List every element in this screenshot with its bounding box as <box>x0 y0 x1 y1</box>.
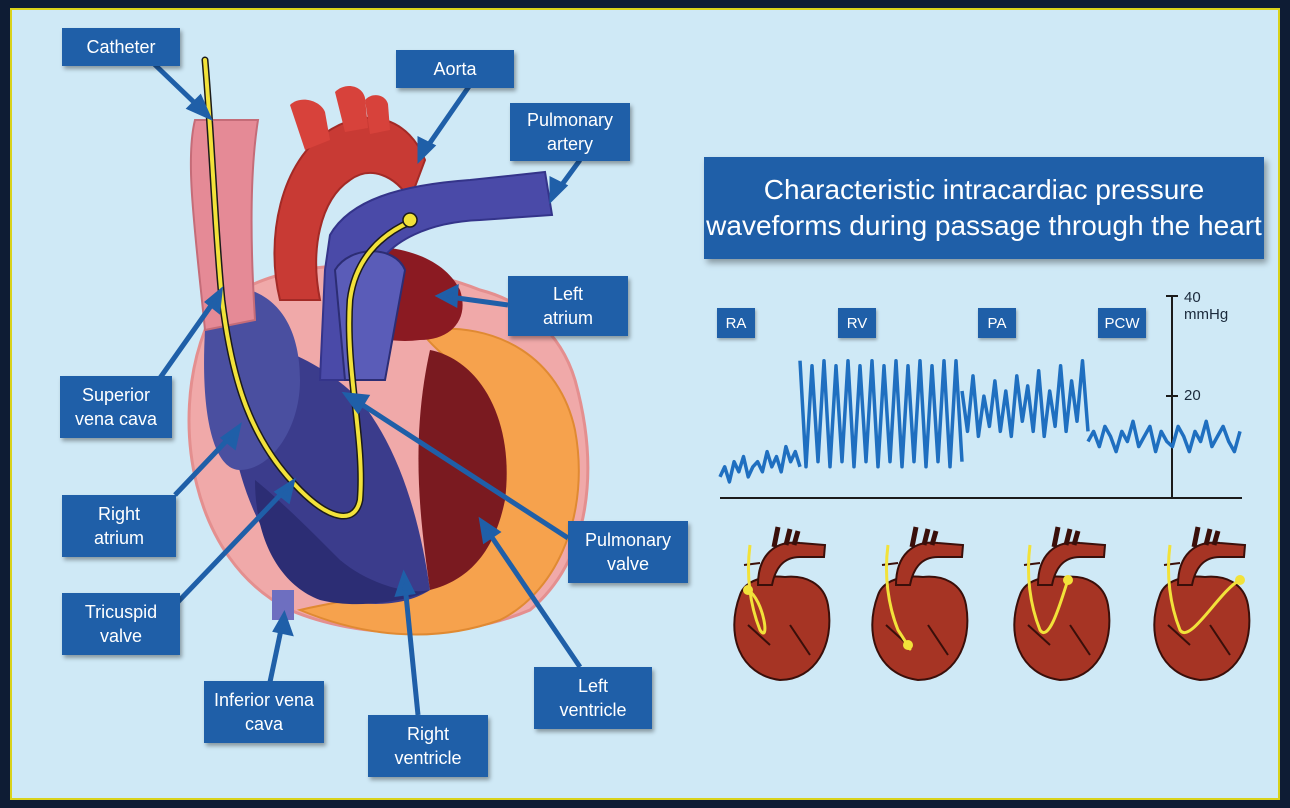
label-line-1: Superior <box>82 383 150 407</box>
trace-segment-ra <box>720 447 800 482</box>
label-line-2: artery <box>547 132 593 156</box>
label-line-1: Pulmonary <box>527 108 613 132</box>
stage-label: RV <box>847 315 868 332</box>
trace-segment-pcw <box>1088 421 1240 451</box>
label-line-1: Right <box>98 502 140 526</box>
mini-heart-pcw <box>1154 527 1249 680</box>
label-pulmonary-valve: Pulmonary valve <box>568 521 688 583</box>
pressure-trace <box>720 361 1240 482</box>
label-aorta-text: Aorta <box>433 57 476 81</box>
axis-mid-value: 20 <box>1184 387 1201 404</box>
label-left-ventricle: Left ventricle <box>534 667 652 729</box>
label-inferior-vena-cava: Inferior vena cava <box>204 681 324 743</box>
stage-label: PA <box>988 315 1007 332</box>
label-line-2: ventricle <box>394 746 461 770</box>
label-right-atrium: Right atrium <box>62 495 176 557</box>
stage-rv: RV <box>838 308 876 338</box>
label-catheter: Catheter <box>62 28 180 66</box>
label-line-1: Left <box>578 674 608 698</box>
title-line-2: waveforms during passage through the hea… <box>706 208 1262 244</box>
label-line-2: atrium <box>94 526 144 550</box>
catheter-tip-dot <box>1235 575 1245 585</box>
chart-title: Characteristic intracardiac pressure wav… <box>704 157 1264 259</box>
label-line-2: vena cava <box>75 407 157 431</box>
axis-unit: mmHg <box>1184 306 1228 323</box>
label-line-1: Tricuspid <box>85 600 157 624</box>
trace-segment-rv <box>800 361 962 467</box>
label-line-1: Inferior vena <box>214 688 314 712</box>
label-aorta: Aorta <box>396 50 514 88</box>
label-line-2: atrium <box>543 306 593 330</box>
trace-segment-pa <box>962 361 1088 437</box>
label-line-2: cava <box>245 712 283 736</box>
label-superior-vena-cava: Superior vena cava <box>60 376 172 438</box>
label-line-1: Pulmonary <box>585 528 671 552</box>
label-line-2: valve <box>100 624 142 648</box>
label-left-atrium: Left atrium <box>508 276 628 336</box>
stage-pcw: PCW <box>1098 308 1146 338</box>
mini-heart-ra <box>734 527 829 680</box>
catheter-tip-dot <box>743 585 753 595</box>
stage-ra: RA <box>717 308 755 338</box>
label-pulmonary-artery: Pulmonary artery <box>510 103 630 161</box>
label-line-2: ventricle <box>559 698 626 722</box>
title-line-1: Characteristic intracardiac pressure <box>764 172 1204 208</box>
mini-hearts <box>734 527 1249 680</box>
mini-heart-rv <box>872 527 967 680</box>
stage-label: PCW <box>1105 315 1140 332</box>
label-line-1: Left <box>553 282 583 306</box>
axis-top-label: 40 mmHg <box>1184 289 1228 323</box>
label-catheter-text: Catheter <box>86 35 155 59</box>
label-tricuspid-valve: Tricuspid valve <box>62 593 180 655</box>
axis-mid-label: 20 <box>1184 387 1201 404</box>
label-line-2: valve <box>607 552 649 576</box>
catheter-tip-dot <box>903 640 913 650</box>
label-right-ventricle: Right ventricle <box>368 715 488 777</box>
axis-top-value: 40 <box>1184 289 1201 306</box>
stage-pa: PA <box>978 308 1016 338</box>
label-line-1: Right <box>407 722 449 746</box>
catheter-tip-dot <box>1063 575 1073 585</box>
mini-heart-pa <box>1014 527 1109 680</box>
stage-label: RA <box>726 315 747 332</box>
